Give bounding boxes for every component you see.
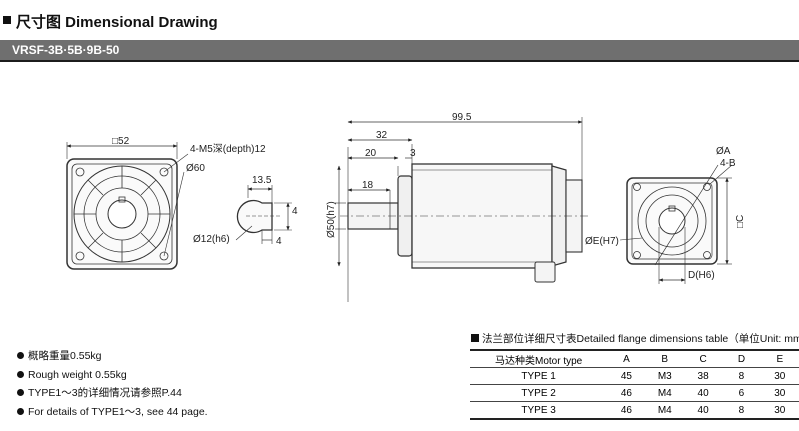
dim-32-label: 32 <box>376 130 388 141</box>
table-header-cell: E <box>760 349 799 368</box>
header-square-icon <box>3 16 11 24</box>
total-length-label: 99.5 <box>452 112 472 123</box>
section-title: 尺寸图 Dimensional Drawing <box>16 14 218 31</box>
table-cell: TYPE 2 <box>470 384 608 402</box>
dim-18-label: 18 <box>362 180 374 191</box>
table-row: TYPE 1 45 M3 38 8 30 <box>470 367 799 385</box>
flange-face-view <box>619 164 733 284</box>
note-item: For details of TYPE1～3, see 44 page. <box>17 403 208 422</box>
table-caption: 法兰部位详细尺寸表Detailed flange dimensions tabl… <box>471 331 799 346</box>
bullet-icon <box>17 370 24 378</box>
front-holes-label: 4-M5深(depth)12 <box>190 143 266 155</box>
note-item: Rough weight 0.55kg <box>17 366 208 385</box>
table-row: TYPE 3 46 M4 40 8 30 <box>470 401 799 420</box>
flange-diameter-label: Ø50(h7) <box>326 201 337 238</box>
table-header-cell: D <box>722 349 761 368</box>
bullet-icon <box>17 389 24 396</box>
front-pcd-label: Ø60 <box>186 163 205 174</box>
shaft-key-section <box>235 185 292 244</box>
table-cell: M3 <box>645 367 684 385</box>
table-cell: TYPE 3 <box>470 401 608 420</box>
table-header-cell: A <box>607 349 646 368</box>
shaft-diameter-label: Ø12(h6) <box>193 234 230 245</box>
shaft-width-label: 13.5 <box>252 175 272 186</box>
table-cell: 30 <box>760 367 799 385</box>
table-cell: M4 <box>645 401 684 420</box>
section-header: 尺寸图 Dimensional Drawing <box>0 0 799 40</box>
dim-3-label: 3 <box>410 148 416 159</box>
bullet-icon <box>17 352 24 359</box>
table-cell: 38 <box>683 367 723 385</box>
table-row: TYPE 2 46 M4 40 6 30 <box>470 384 799 402</box>
table-cell: M4 <box>645 384 684 402</box>
table-cell: 8 <box>722 401 761 420</box>
front-square-label: □52 <box>112 136 130 147</box>
table-cell: 46 <box>607 401 646 420</box>
model-bar: VRSF-3B·5B·9B-50 <box>0 40 799 60</box>
table-header-cell: C <box>683 349 723 368</box>
table-header-cell: 马达种类Motor type <box>470 349 608 368</box>
table-cell: 45 <box>607 367 646 385</box>
table-cell: 8 <box>722 367 761 385</box>
model-name: VRSF-3B·5B·9B-50 <box>12 43 120 57</box>
model-divider <box>0 60 799 62</box>
caption-square-icon <box>471 334 479 342</box>
table-cell: 40 <box>683 401 723 420</box>
key-depth-label: 4 <box>276 236 282 247</box>
table-cell: 6 <box>722 384 761 402</box>
dimensional-drawing: □52 4-M5深(depth)12 Ø60 13.5 4 4 Ø12(h6) <box>66 112 746 302</box>
flange-dimensions-table: 马达种类Motor type A B C D E TYPE 1 45 M3 38… <box>470 349 799 420</box>
table-cell: 40 <box>683 384 723 402</box>
flange-d-label: D(H6) <box>688 270 715 281</box>
flange-c-label: □C <box>735 215 746 228</box>
flange-e-label: ØE(H7) <box>585 236 619 247</box>
table-cell: TYPE 1 <box>470 367 608 385</box>
table-cell: 46 <box>607 384 646 402</box>
notes-list: 概略重量0.55kg Rough weight 0.55kg TYPE1～3的详… <box>17 347 208 421</box>
front-view <box>66 142 189 270</box>
side-view <box>335 117 590 302</box>
flange-a-label: ØA <box>716 146 731 157</box>
note-item: 概略重量0.55kg <box>17 347 208 366</box>
table-header-row: 马达种类Motor type A B C D E <box>470 349 799 368</box>
dim-20-label: 20 <box>365 148 377 159</box>
table-cell: 30 <box>760 384 799 402</box>
table-header-cell: B <box>645 349 684 368</box>
table-cell: 30 <box>760 401 799 420</box>
flange-b-label: 4-B <box>720 158 736 169</box>
bullet-icon <box>17 407 24 415</box>
note-item: TYPE1～3的详细情况请参照P.44 <box>17 384 208 403</box>
keyway-label: 4 <box>292 206 298 217</box>
